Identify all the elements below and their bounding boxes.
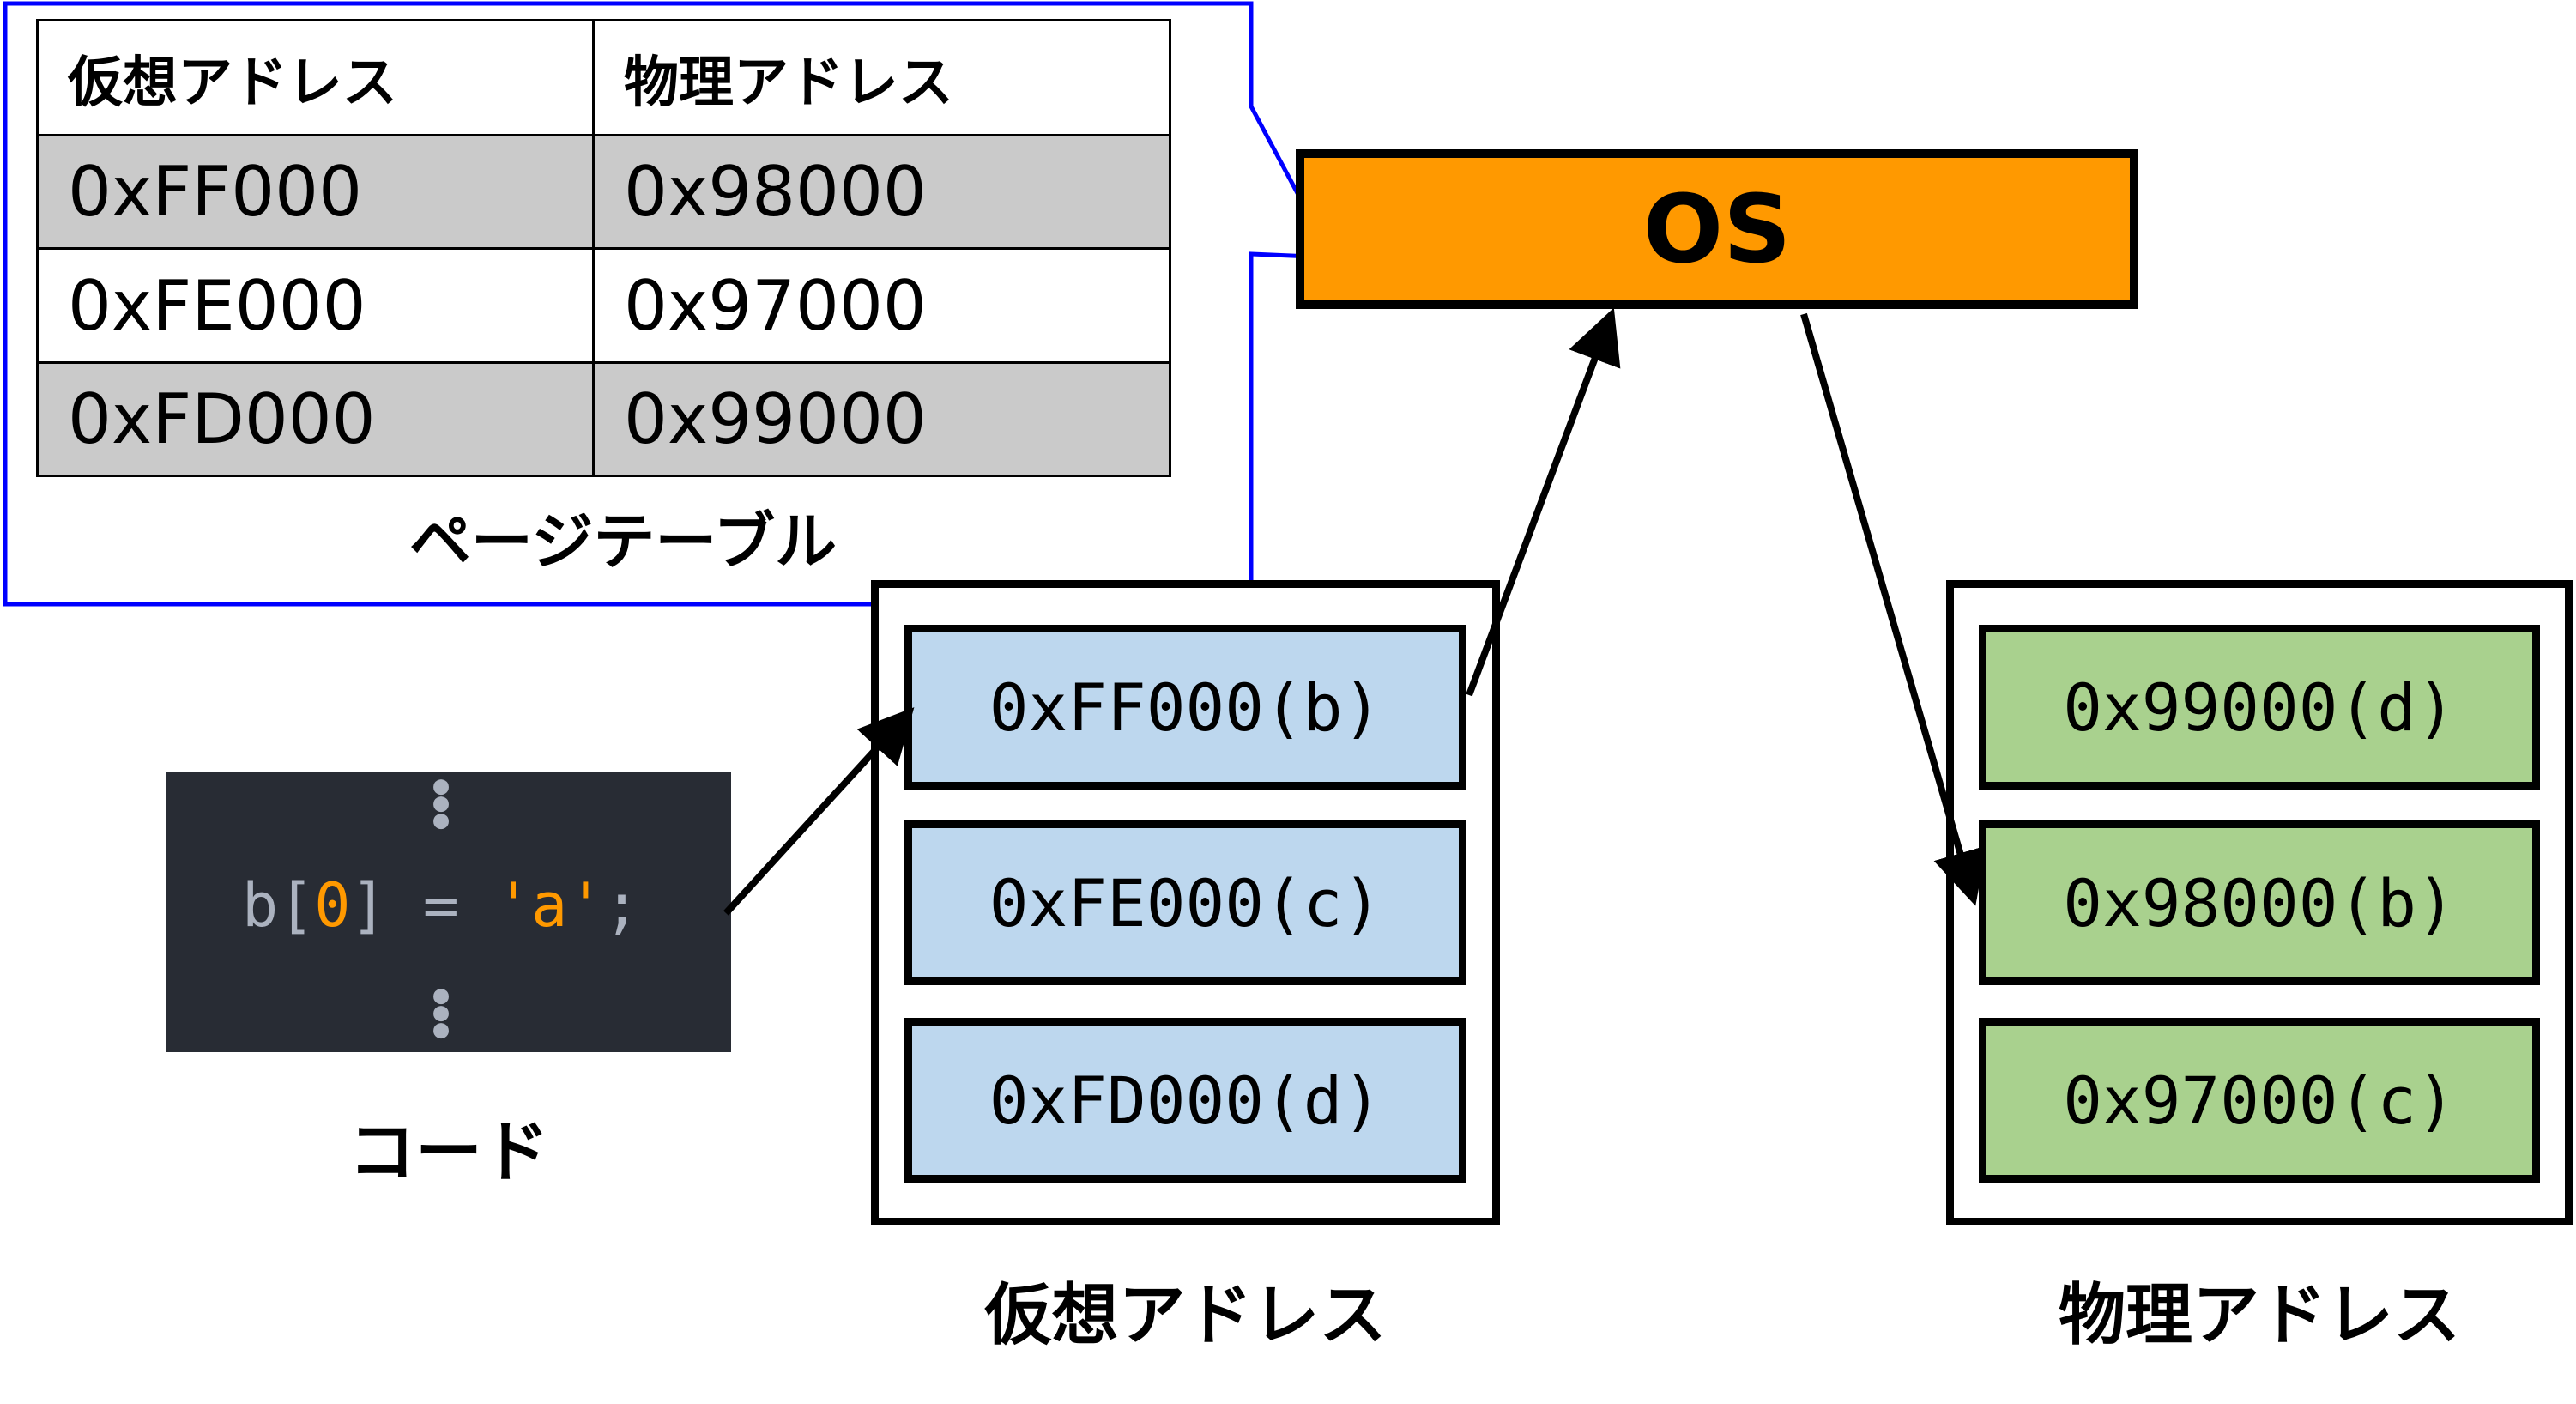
physical-memory-cell: 0x99000(d) [1979,625,2540,790]
code-end: ; [603,870,640,941]
page-table-header-row: 仮想アドレス 物理アドレス [36,18,1171,137]
code-snippet: ●●● b[0] = 'a'; ●●● [166,772,731,1052]
code-mid: ] = [350,870,496,941]
physical-address-cell: 0x99000 [592,360,1171,478]
virtual-memory-cell: 0xFE000(c) [904,820,1466,985]
ellipsis-bottom-icon: ●●● [432,980,450,1044]
virtual-memory-cell: 0xFD000(d) [904,1018,1466,1183]
header-physical-address: 物理アドレス [592,18,1171,137]
table-row: 0xFF000 0x98000 [36,134,1171,251]
virtual-address-cell: 0xFF000 [36,134,595,251]
code-string: 'a' [495,870,604,941]
table-row: 0xFD000 0x99000 [36,360,1171,478]
virtual-memory-cell: 0xFF000(b) [904,625,1466,790]
code-caption: コード [348,1114,549,1191]
physical-memory-label: 物理アドレス [2058,1277,2460,1354]
physical-address-cell: 0x97000 [592,247,1171,364]
virtual-address-cell: 0xFD000 [36,360,595,478]
header-virtual-address: 仮想アドレス [36,18,595,137]
table-row: 0xFE000 0x97000 [36,247,1171,364]
virtual-memory-label: 仮想アドレス [984,1277,1387,1354]
code-line: b[0] = 'a'; [242,870,640,941]
ellipsis-top-icon: ●●● [432,771,450,835]
physical-memory-cell: 0x97000(c) [1979,1018,2540,1183]
physical-address-cell: 0x98000 [592,134,1171,251]
physical-memory-cell: 0x98000(b) [1979,820,2540,985]
os-box: OS [1296,149,2138,309]
virtual-address-cell: 0xFE000 [36,247,595,364]
code-var: b[ [242,870,315,941]
page-table-caption: ページテーブル [408,505,838,578]
code-index: 0 [314,870,351,941]
page-table: 仮想アドレス 物理アドレス 0xFF000 0x98000 0xFE000 0x… [36,18,1171,478]
